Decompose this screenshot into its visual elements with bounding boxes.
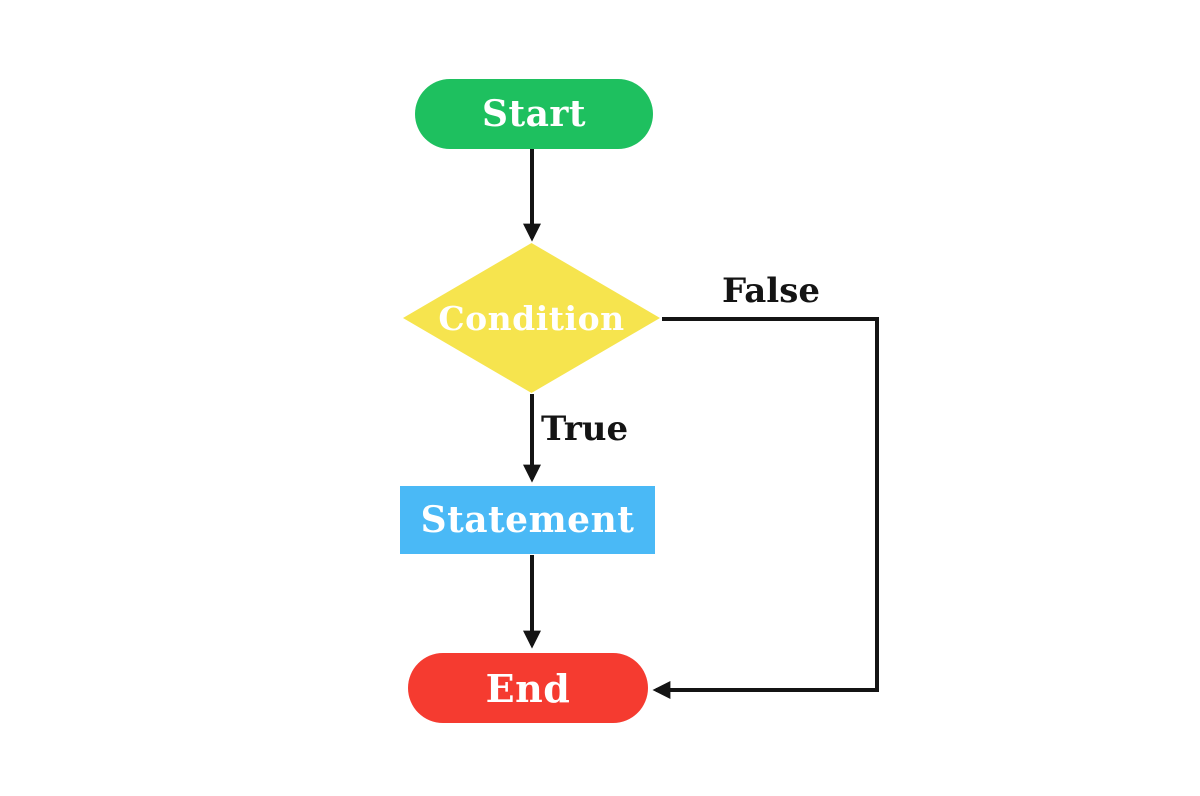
node-statement: Statement xyxy=(400,486,655,554)
edge-condition-to-end-false xyxy=(652,317,879,699)
edge-label-false: False xyxy=(722,271,820,311)
node-start: Start xyxy=(415,79,653,149)
edge-label-true: True xyxy=(541,409,629,449)
node-end: End xyxy=(408,653,648,723)
